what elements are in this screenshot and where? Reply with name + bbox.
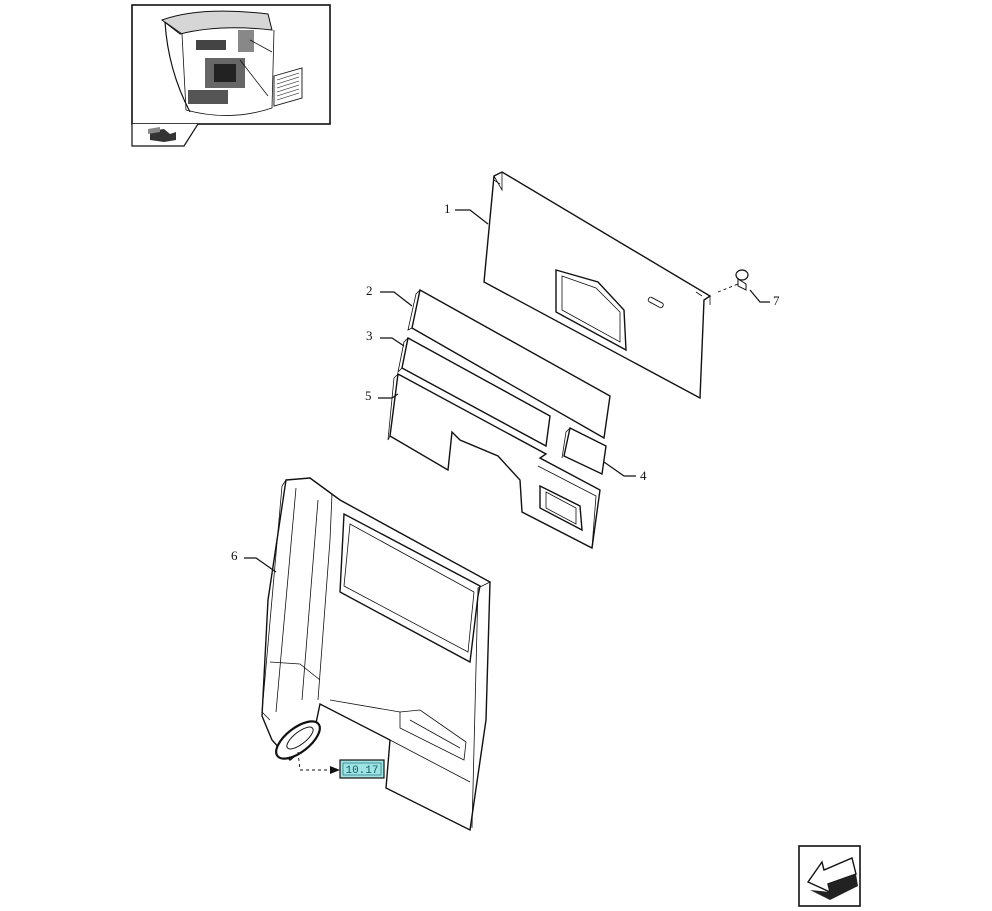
callout-3: 3 bbox=[366, 328, 373, 343]
leader-lines bbox=[244, 209, 770, 573]
part-5-mat bbox=[387, 372, 601, 550]
callout-4: 4 bbox=[640, 468, 647, 483]
callout-7: 7 bbox=[773, 293, 780, 308]
part-6-trim-panel bbox=[261, 477, 491, 832]
callout-1: 1 bbox=[444, 201, 451, 216]
callout-numbers: 1 2 3 4 5 6 7 bbox=[231, 201, 780, 563]
reference-box[interactable]: 10.17 bbox=[339, 759, 385, 779]
callout-6: 6 bbox=[231, 548, 238, 563]
part-7-screw bbox=[717, 269, 749, 293]
next-page-arrow-icon[interactable] bbox=[798, 845, 861, 907]
callout-5: 5 bbox=[365, 388, 372, 403]
part-4-block bbox=[561, 426, 607, 476]
part-2-strip bbox=[407, 288, 611, 440]
part-3-strip bbox=[397, 336, 551, 448]
callout-2: 2 bbox=[366, 283, 373, 298]
cab-overview-thumbnail[interactable] bbox=[131, 4, 331, 125]
book-arrow-icon[interactable] bbox=[131, 123, 199, 147]
part-1-panel bbox=[483, 171, 712, 400]
reference-label: 10.17 bbox=[345, 765, 378, 777]
